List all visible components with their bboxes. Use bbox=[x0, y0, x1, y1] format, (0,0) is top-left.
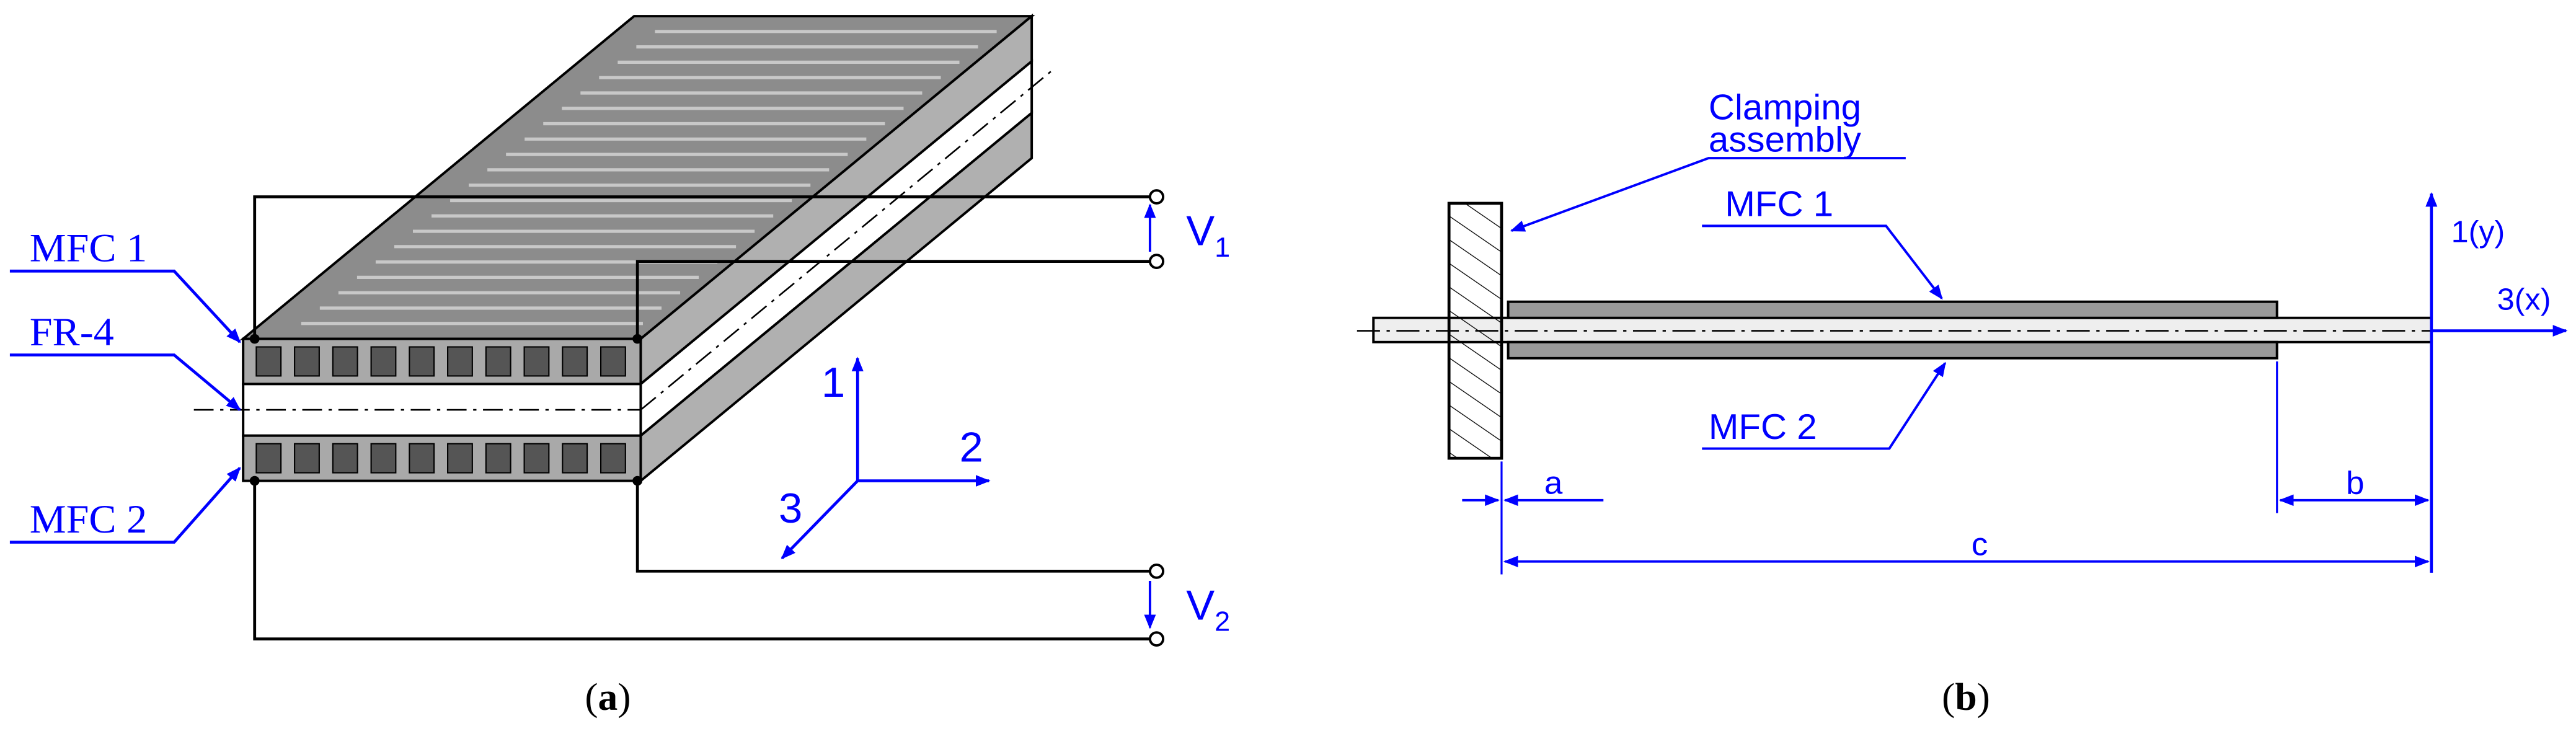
layer-label-leaders bbox=[9, 269, 241, 544]
clamping-leader bbox=[1510, 157, 1906, 232]
mfc1-patch bbox=[1507, 300, 2278, 319]
terminal-v1-top bbox=[1148, 189, 1165, 205]
piezo-fiber bbox=[562, 443, 588, 474]
piezo-fiber bbox=[562, 346, 588, 377]
piezo-fiber bbox=[485, 443, 511, 474]
mfc1-leader bbox=[1702, 224, 1943, 300]
wire-v2-top bbox=[635, 480, 1150, 573]
piezo-fiber bbox=[600, 346, 626, 377]
wire-v1-bottom bbox=[635, 260, 1150, 339]
piezo-fiber bbox=[332, 443, 358, 474]
piezo-fiber bbox=[332, 346, 358, 377]
dim-a-label: a bbox=[1544, 465, 1563, 501]
caption-a: (a) bbox=[585, 676, 631, 719]
piezo-fiber bbox=[255, 346, 282, 377]
panel-a: V1 V2 MFC 1 FR-4 MFC 2 1 2 3 (a) bbox=[9, 13, 1230, 719]
mfc2-fibers bbox=[255, 443, 626, 474]
piezo-fiber bbox=[370, 443, 397, 474]
terminal-v1-bottom bbox=[1148, 254, 1165, 269]
axis-3-label: 3 bbox=[779, 485, 802, 532]
mfc1-fibers bbox=[255, 346, 626, 377]
dim-b-label: b bbox=[2346, 465, 2364, 501]
clamping-label-line2: assembly bbox=[1709, 120, 1861, 159]
terminal-v2-top bbox=[1148, 563, 1165, 579]
wire-v1-top bbox=[253, 195, 1150, 339]
label-b-mfc1: MFC 1 bbox=[1725, 185, 1833, 224]
piezo-fiber bbox=[485, 346, 511, 377]
label-mfc2: MFC 2 bbox=[30, 497, 148, 541]
mfc1-top-electrode-lines bbox=[301, 30, 997, 325]
piezo-fiber bbox=[409, 346, 435, 377]
label-fr4: FR-4 bbox=[30, 309, 114, 354]
dim-c-label: c bbox=[1972, 526, 1988, 562]
wires bbox=[253, 195, 1150, 640]
caption-b: (b) bbox=[1942, 676, 1990, 719]
axis-2-label: 2 bbox=[960, 424, 983, 471]
piezo-fiber bbox=[600, 443, 626, 474]
clamping-label-line1: Clamping bbox=[1709, 88, 1861, 127]
terminals bbox=[1148, 189, 1165, 647]
mfc2-patch bbox=[1507, 340, 2278, 360]
mfc2-leader bbox=[1702, 361, 1947, 450]
midplane-line-side bbox=[640, 70, 1052, 411]
piezo-fiber bbox=[370, 346, 397, 377]
piezo-fiber bbox=[523, 443, 550, 474]
axis-x-label: 3(x) bbox=[2497, 282, 2551, 316]
piezo-fiber bbox=[409, 443, 435, 474]
piezo-fiber bbox=[255, 443, 282, 474]
axis-triad-a bbox=[781, 356, 991, 560]
piezo-fiber bbox=[523, 346, 550, 377]
v1-label: V1 bbox=[1186, 208, 1230, 263]
terminal-v2-bottom bbox=[1148, 631, 1165, 647]
label-b-mfc2: MFC 2 bbox=[1709, 407, 1817, 446]
axis-y-label: 1(y) bbox=[2451, 215, 2505, 249]
wire-v2-bottom bbox=[253, 480, 1150, 640]
label-mfc1: MFC 1 bbox=[30, 226, 148, 270]
piezo-fiber bbox=[294, 346, 320, 377]
piezo-fiber bbox=[447, 346, 473, 377]
piezo-fiber bbox=[447, 443, 473, 474]
axis-1-label: 1 bbox=[821, 360, 845, 406]
dimension-extension-lines bbox=[1500, 361, 2278, 575]
v2-label: V2 bbox=[1186, 582, 1230, 637]
wire-junction-dots bbox=[249, 334, 643, 486]
piezo-fiber bbox=[294, 443, 320, 474]
panel-b: 1(y) 3(x) Clamping assembly MFC 1 MFC 2 … bbox=[1357, 88, 2568, 719]
